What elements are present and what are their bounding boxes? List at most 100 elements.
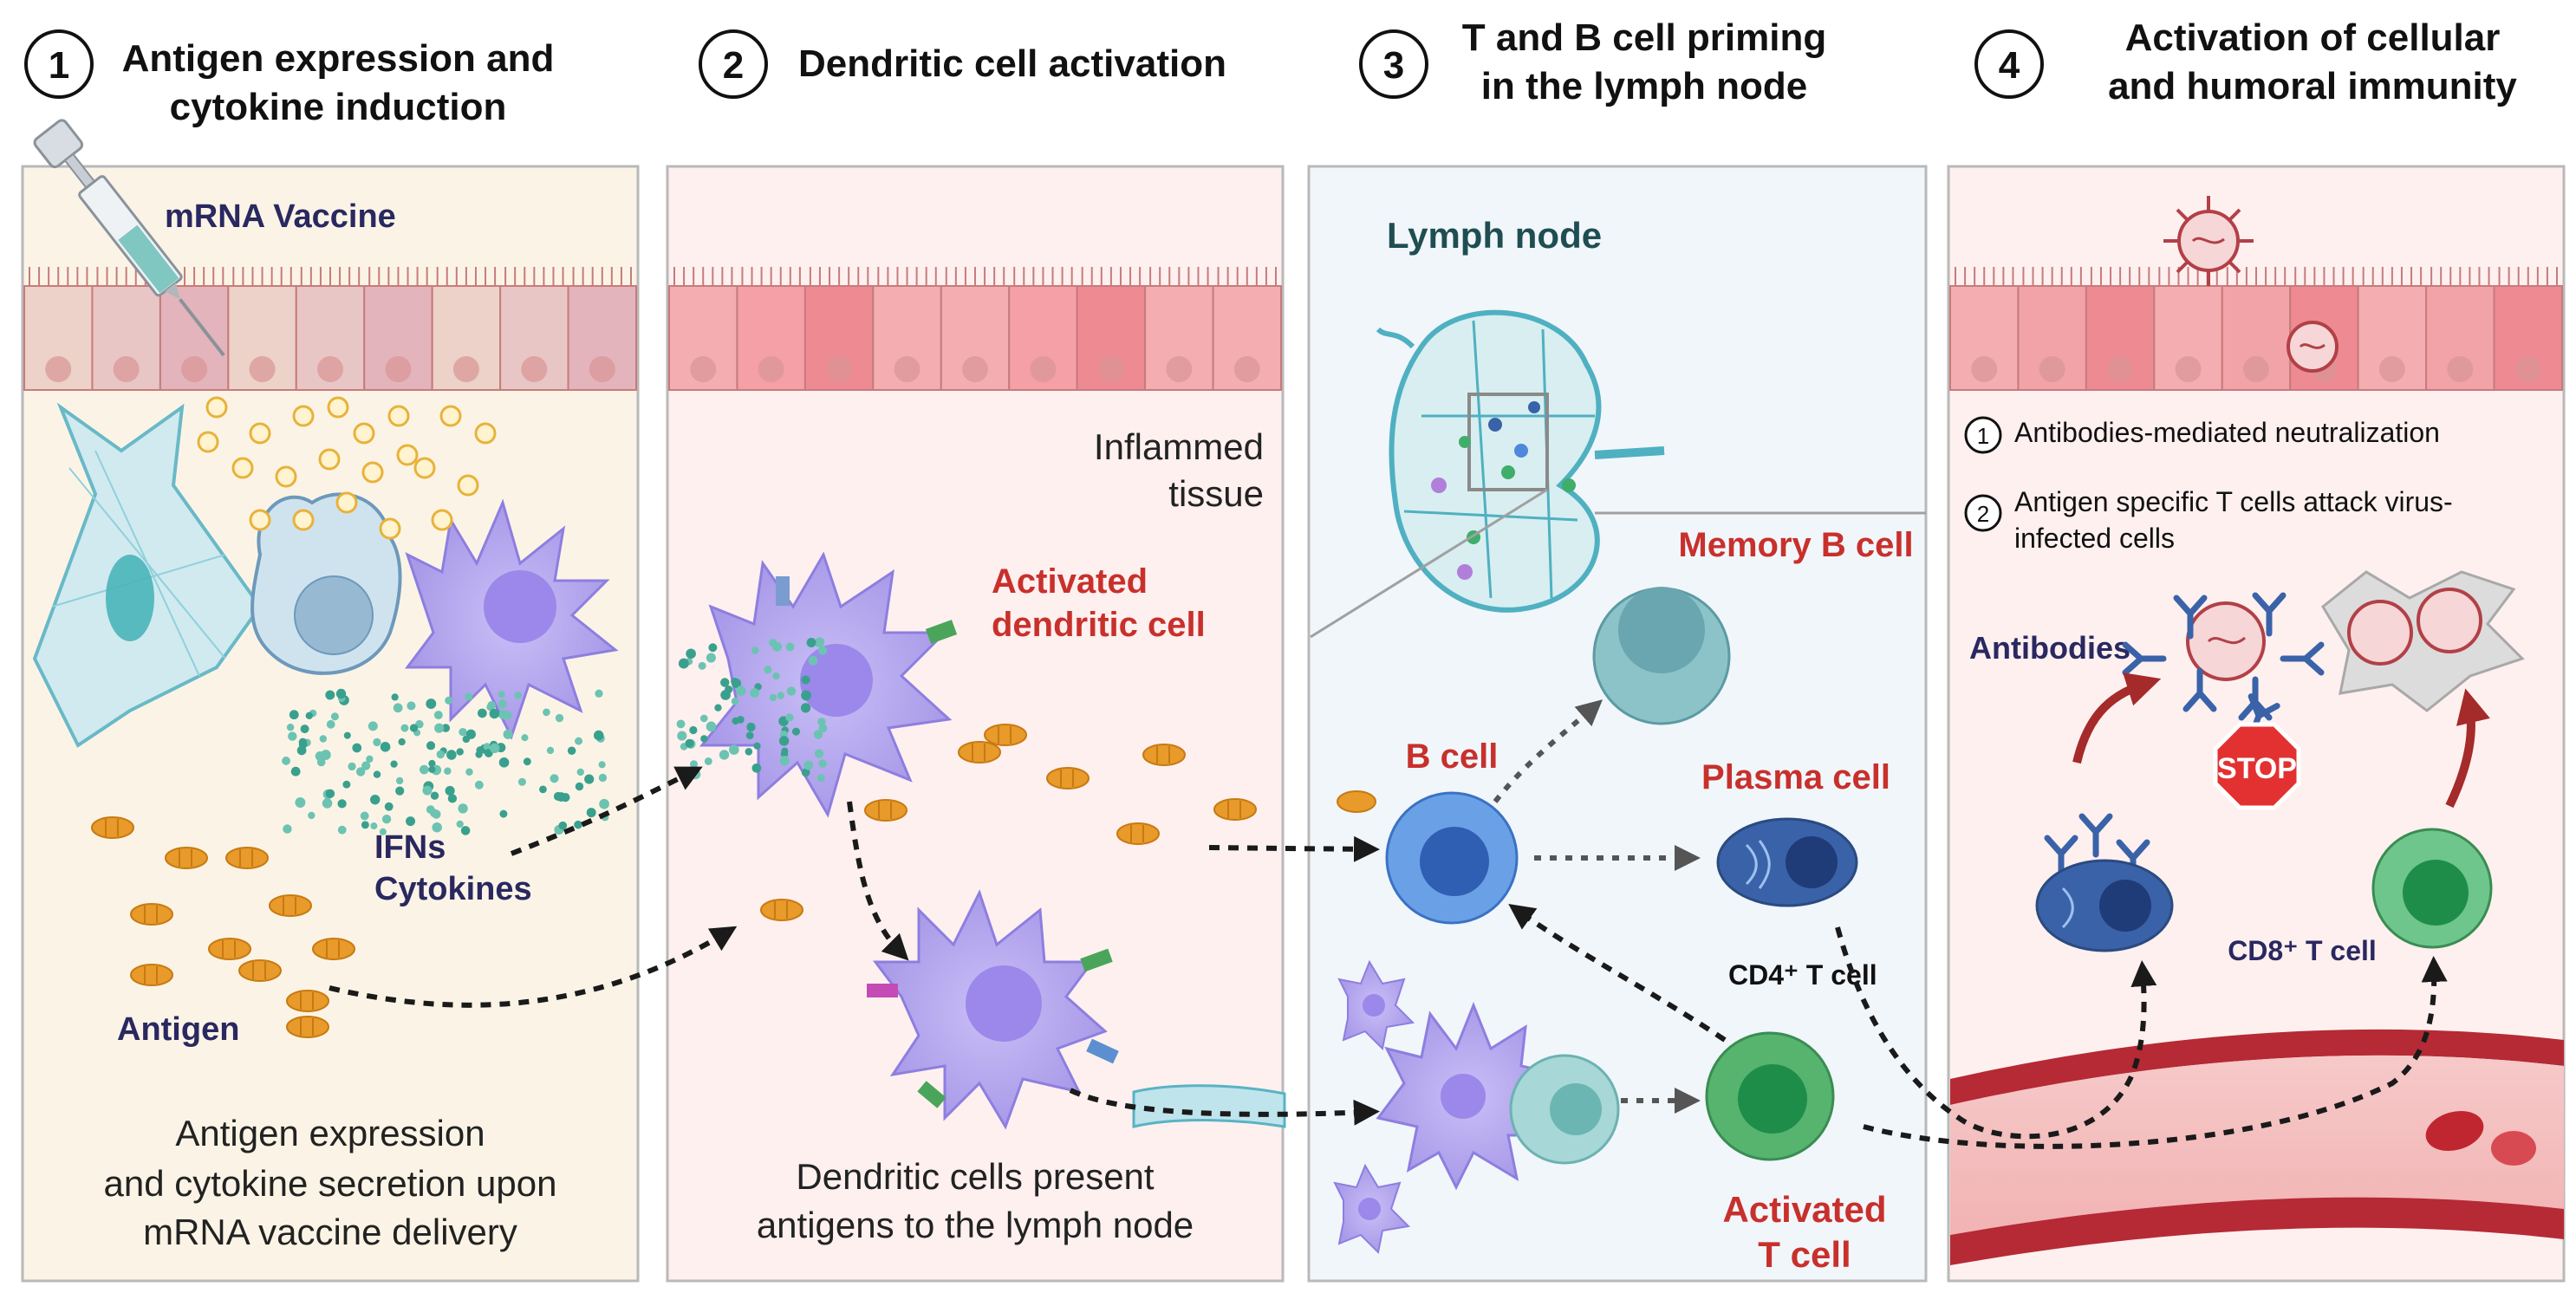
cytokine-dot <box>731 697 739 705</box>
antigen-particle <box>1213 798 1257 821</box>
cytokine-dot <box>366 755 374 763</box>
antibody-icon <box>2173 595 2208 640</box>
lipid-nanoparticle <box>396 444 419 466</box>
cytokine-dot <box>750 688 759 698</box>
cytokine-dot <box>817 646 828 655</box>
antibody-icon <box>2078 813 2113 858</box>
lymphatic-vessel-segment <box>1132 1084 1286 1128</box>
antigen-particle <box>1046 767 1090 789</box>
cytokine-dot <box>286 724 295 731</box>
cytokine-dot <box>746 722 756 732</box>
step-3-title-line-2: in the lymph node <box>1481 65 1807 107</box>
cytokine-dot <box>546 746 555 755</box>
epithelial-nucleus <box>45 356 72 382</box>
cytokine-dot <box>698 661 706 670</box>
lymph-node-illustration <box>1376 309 1665 613</box>
cytokine-dot <box>433 711 443 720</box>
cytokines-label: Cytokines <box>374 871 532 907</box>
cytokine-dot <box>677 731 687 741</box>
syringe-icon <box>33 119 225 357</box>
cytokine-dot <box>732 717 739 725</box>
activated-dendritic-cell-2 <box>867 889 1119 1130</box>
antigen-particle <box>984 724 1027 746</box>
antigen-particle <box>165 847 208 869</box>
cytokine-dot <box>384 802 394 811</box>
cytokine-dot <box>498 699 507 709</box>
cytokine-dot <box>348 762 356 771</box>
step-1-title-line-1: Antigen expression and <box>122 37 555 80</box>
cytokine-dot <box>699 714 708 723</box>
cytokine-dot <box>409 724 419 732</box>
cytokine-dot <box>393 703 403 713</box>
epithelium-panel-1 <box>23 267 637 391</box>
cytokine-dot <box>728 744 739 755</box>
step-3-title-line-1: T and B cell priming <box>1462 16 1827 59</box>
cytokine-dot <box>817 718 826 726</box>
cytokine-dot <box>725 685 733 694</box>
epithelial-nucleus <box>2175 356 2202 382</box>
antigen-particle <box>864 799 907 822</box>
activated-dendritic-cell-1 <box>699 551 958 818</box>
cytokine-dot <box>465 729 476 739</box>
cytokine-dot <box>813 730 823 739</box>
cytokine-dot <box>381 815 392 824</box>
cytokine-dot <box>370 794 381 805</box>
cytokine-dot <box>465 768 473 776</box>
cytokine-dot <box>305 711 313 720</box>
cytokine-dot <box>801 768 810 777</box>
cytokine-dot <box>558 821 568 830</box>
cytokine-dot <box>391 693 399 701</box>
antigen-particle <box>312 938 355 960</box>
epithelial-nucleus <box>249 356 276 382</box>
cytokine-dot <box>298 737 308 746</box>
cd4-t-cell-label: CD4⁺ T cell <box>1728 959 1877 991</box>
lipid-nanoparticle <box>205 396 228 419</box>
stop-sign-icon: STOP <box>2213 722 2301 810</box>
cytokine-dot <box>477 708 487 718</box>
b-cell-label: B cell <box>1406 737 1499 776</box>
lipid-nanoparticles <box>197 396 497 540</box>
cytokine-dot <box>361 761 371 770</box>
cytokine-dot <box>315 751 325 762</box>
epithelial-nucleus <box>113 356 140 382</box>
cytokine-dot <box>395 786 405 796</box>
cytokine-dot <box>778 736 790 746</box>
point-2: 2 Antigen specific T cells attack virus-… <box>1964 486 2453 554</box>
cytokine-dot <box>523 757 531 766</box>
cytokine-dot <box>335 688 347 699</box>
cytokine-dot <box>379 828 387 835</box>
cytokine-dot <box>720 678 730 687</box>
cytokine-dot <box>595 689 603 698</box>
cytokine-dot <box>352 743 362 753</box>
step-3-heading: 3 T and B cell priming in the lymph node <box>1359 16 1827 107</box>
cytokine-dot <box>690 760 699 769</box>
cytokine-dot <box>483 743 491 750</box>
antigen-particle <box>130 903 173 926</box>
flow-arrows <box>329 699 2448 1149</box>
cytokine-dot <box>319 735 328 743</box>
activated-t-cell <box>1705 1031 1835 1161</box>
point-1-text: Antibodies-mediated neutralization <box>2014 417 2440 448</box>
step-1-title-line-2: cytokine induction <box>170 86 507 128</box>
cytokine-dot <box>373 770 381 778</box>
epithelial-nucleus <box>758 356 784 382</box>
lipid-nanoparticle <box>457 474 479 497</box>
lipid-nanoparticle <box>431 509 453 531</box>
antigen-particle <box>1116 822 1160 845</box>
cytokine-dot <box>574 820 582 829</box>
cytokine-dot <box>735 685 746 697</box>
cytokine-dot <box>686 648 696 659</box>
cytokine-dot <box>445 696 453 705</box>
epithelial-nucleus <box>2243 356 2269 382</box>
cytokine-dot <box>700 735 708 743</box>
cd8-t-cell-label: CD8⁺ T cell <box>2228 935 2377 966</box>
epithelial-nucleus <box>2107 356 2134 382</box>
antigen-particle <box>958 741 1001 763</box>
cytokine-dot <box>689 725 698 735</box>
zoom-line-lower <box>1310 488 1548 639</box>
lipid-nanoparticle <box>387 405 410 427</box>
cytokine-dot <box>490 743 500 754</box>
antibody-icon <box>2182 667 2217 712</box>
cytokine-dot <box>791 727 801 736</box>
